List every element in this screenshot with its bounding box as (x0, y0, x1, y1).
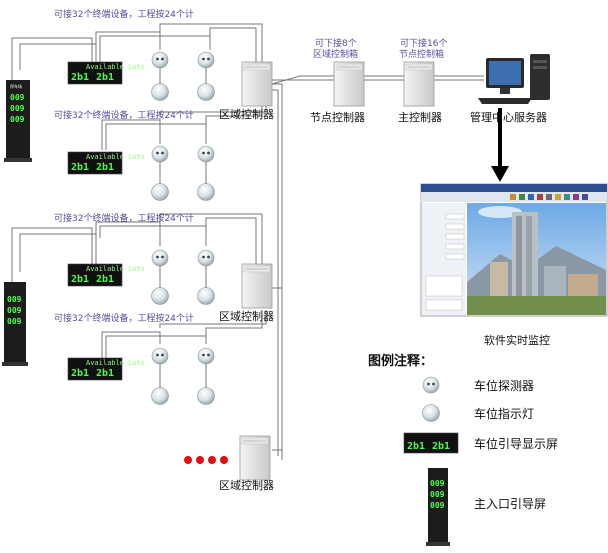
detector-icon (197, 145, 215, 163)
more-devices-dots (184, 456, 228, 464)
sign-available: Available Lots (86, 153, 145, 161)
guide-sign-row-1: Available Lots 2b1 2b1 (67, 61, 145, 85)
entrance-guide-pole-top: 停车场 009 009 009 (4, 80, 32, 162)
legend-sign-label: 车位引导显示屏 (474, 436, 558, 451)
detector-icon (197, 51, 215, 69)
note-main-capacity-sub: 节点控制箱 (399, 48, 444, 60)
pole-value-1: 009 (10, 93, 25, 102)
guide-sign-row-2: Available Lots 2b1 2b1 (67, 151, 145, 175)
software-toolbar-icons (510, 194, 588, 200)
note-row-1: 可接32个终端设备，工程按24个计 (54, 8, 194, 20)
legend-title: 图例注释： (368, 353, 433, 369)
legend-pole-value-1: 009 (430, 479, 445, 488)
sign-right-value: 2b1 (96, 162, 114, 173)
detector-icon (151, 347, 169, 365)
note-main-capacity: 可下接16个 (400, 37, 447, 49)
detector-icon (197, 347, 215, 365)
sign-available: Available Lots (86, 63, 145, 71)
legend-pole-label: 主入口引导屏 (474, 497, 546, 511)
pole-value-2: 009 (10, 104, 25, 113)
wiring (11, 23, 484, 460)
sign-right-value: 2b1 (96, 368, 114, 379)
indicator-lamp-icon (197, 387, 215, 405)
detector-icon (151, 51, 169, 69)
guide-sign-row-4: Available Lots 2b1 2b1 (67, 357, 145, 381)
legend-entrance-pole-icon: 009 009 009 (426, 468, 450, 546)
indicator-lamp-icon (197, 183, 215, 201)
sign-right-value: 2b1 (96, 274, 114, 285)
node-controller-box (333, 61, 365, 107)
indicator-lamp-icon (151, 183, 169, 201)
note-node-capacity: 可下接8个 (315, 37, 357, 49)
pole-header: 停车场 (10, 83, 22, 89)
software-side-panel (425, 213, 465, 311)
sign-left-value: 2b1 (71, 274, 89, 285)
row-4-devices (151, 347, 215, 405)
sign-available: Available Lots (86, 265, 145, 273)
indicator-lamp-icon (197, 83, 215, 101)
note-node-capacity-sub: 区域控制箱 (313, 48, 358, 60)
legend-lamp-label: 车位指示灯 (474, 406, 534, 421)
indicator-lamp-icon (151, 83, 169, 101)
legend-detector-icon (422, 376, 440, 394)
node-controller-label: 节点控制器 (310, 110, 365, 124)
main-controller-label: 主控制器 (398, 110, 442, 124)
server-to-software-arrow (491, 108, 509, 182)
legend-sign-right: 2b1 (432, 441, 450, 452)
zone-controller-label-2: 区域控制器 (219, 309, 274, 323)
legend-detector-label: 车位探测器 (474, 378, 534, 393)
sign-left-value: 2b1 (71, 368, 89, 379)
zone-controller-box-1 (241, 61, 273, 107)
row-1-devices (151, 51, 215, 101)
indicator-lamp-icon (151, 387, 169, 405)
sign-left-value: 2b1 (71, 72, 89, 83)
server-computer-icon (478, 54, 550, 104)
entrance-guide-pole-bottom: 009 009 009 (2, 282, 28, 366)
note-row-3: 可接32个终端设备，工程按24个计 (54, 212, 194, 224)
sign-right-value: 2b1 (96, 72, 114, 83)
detector-icon (197, 249, 215, 267)
software-label: 软件实时监控 (484, 333, 550, 347)
zone-controller-box-3 (239, 435, 271, 481)
zone-controller-label-3: 区域控制器 (219, 478, 274, 492)
legend-lamp-icon (422, 404, 440, 422)
zone-controller-label-1: 区域控制器 (219, 107, 274, 121)
legend-pole-value-3: 009 (430, 501, 445, 510)
legend-pole-value-2: 009 (430, 490, 445, 499)
zone-controller-box-2 (241, 263, 273, 309)
software-monitor-screenshot (420, 183, 608, 317)
main-controller-box (403, 61, 435, 107)
row-3-devices (151, 249, 215, 305)
indicator-lamp-icon (151, 287, 169, 305)
pole-value-2: 009 (7, 306, 22, 315)
indicator-lamp-icon (197, 287, 215, 305)
pole-value-3: 009 (10, 115, 25, 124)
legend-sign-icon: 2b1 2b1 (403, 432, 459, 454)
pole-value-3: 009 (7, 317, 22, 326)
note-row-2: 可接32个终端设备，工程按24个计 (54, 109, 194, 121)
server-label: 管理中心服务器 (470, 110, 547, 124)
legend-sign-left: 2b1 (407, 441, 425, 452)
note-row-4: 可接32个终端设备，工程按24个计 (54, 312, 194, 324)
detector-icon (151, 145, 169, 163)
detector-icon (151, 249, 169, 267)
sign-available: Available Lots (86, 359, 145, 367)
legend: 图例注释： 车位探测器 车位指示灯 2b1 2b1 车位引导显示屏 009 00… (368, 353, 558, 546)
software-city-photo (467, 203, 606, 315)
pole-value-1: 009 (7, 295, 22, 304)
guide-sign-row-3: Available Lots 2b1 2b1 (67, 263, 145, 287)
sign-left-value: 2b1 (71, 162, 89, 173)
row-2-devices (151, 145, 215, 201)
